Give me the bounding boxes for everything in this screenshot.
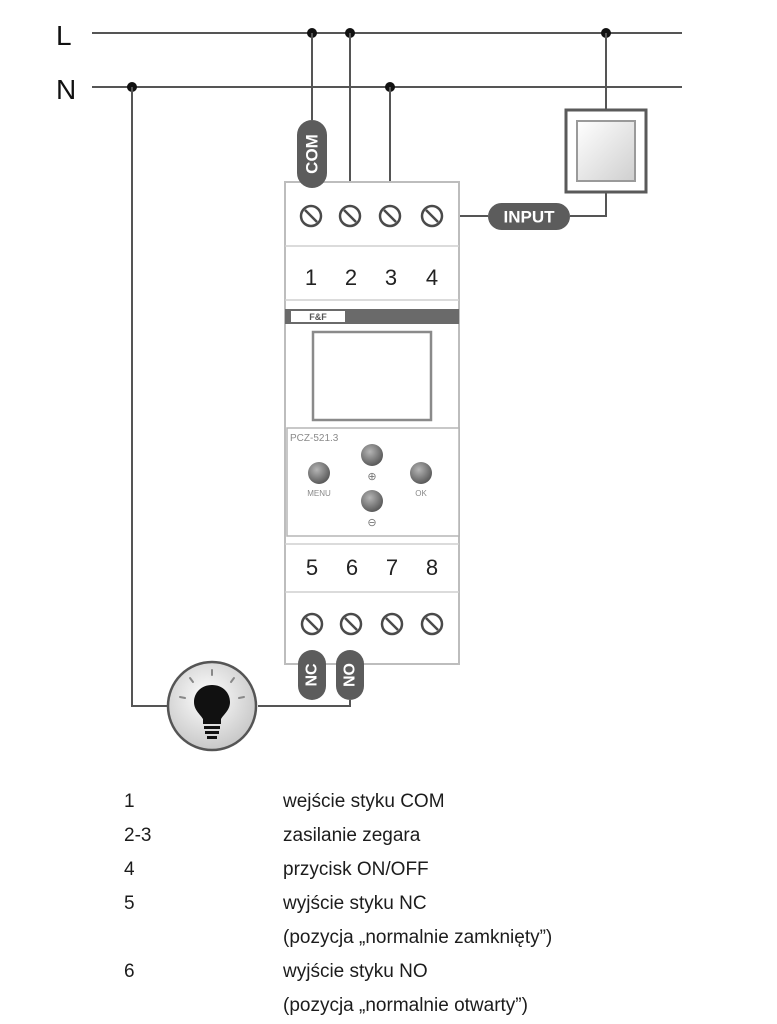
terminal-number-2: 2 xyxy=(345,265,357,290)
plus-button-label: ⊕ xyxy=(367,471,376,483)
model-label: PCZ-521.3 xyxy=(290,433,339,444)
brand-logo xyxy=(291,311,345,322)
light-bulb-icon xyxy=(166,660,258,752)
plus-button[interactable] xyxy=(361,444,383,466)
nc-tag: NC xyxy=(298,650,326,700)
terminal-number-5: 5 xyxy=(306,555,318,580)
terminal-screw-5 xyxy=(300,612,324,636)
nc-tag-label: NC xyxy=(304,663,321,687)
terminal-number-8: 8 xyxy=(426,555,438,580)
com-tag-label: COM xyxy=(303,134,322,174)
no-tag: NO xyxy=(336,650,364,700)
timer-device: 1 2 3 4 F&F PCZ-521.3 ⊕ MENU OK ⊖ 5 6 7 … xyxy=(284,181,460,665)
top-terminal-screws xyxy=(299,204,444,228)
minus-button[interactable] xyxy=(361,490,383,512)
terminal-screw-6 xyxy=(339,612,363,636)
minus-button-label: ⊖ xyxy=(367,517,376,529)
terminal-screw-1 xyxy=(299,204,323,228)
bottom-terminal-screws xyxy=(300,612,444,636)
terminal-number-6: 6 xyxy=(346,555,358,580)
ok-button-label: OK xyxy=(415,489,427,498)
terminal-screw-4 xyxy=(420,204,444,228)
wires xyxy=(131,33,607,707)
menu-button-label: MENU xyxy=(307,489,331,498)
terminal-screw-2 xyxy=(338,204,362,228)
terminal-screw-7 xyxy=(380,612,404,636)
terminal-number-3: 3 xyxy=(385,265,397,290)
push-switch xyxy=(564,108,648,194)
terminal-number-4: 4 xyxy=(426,265,438,290)
input-tag: INPUT xyxy=(488,203,570,230)
no-tag-label: NO xyxy=(342,663,359,687)
input-tag-label: INPUT xyxy=(504,208,556,227)
line-n-label: N xyxy=(56,74,76,105)
terminal-number-7: 7 xyxy=(386,555,398,580)
menu-button[interactable] xyxy=(308,462,330,484)
lcd-display xyxy=(311,330,433,422)
terminal-number-1: 1 xyxy=(305,265,317,290)
line-l-label: L xyxy=(56,20,72,51)
junction-dots xyxy=(127,28,611,92)
com-tag: COM xyxy=(297,120,327,188)
ok-button[interactable] xyxy=(410,462,432,484)
brand-logo-text: F&F xyxy=(309,312,327,322)
terminal-screw-3 xyxy=(378,204,402,228)
terminal-screw-8 xyxy=(420,612,444,636)
